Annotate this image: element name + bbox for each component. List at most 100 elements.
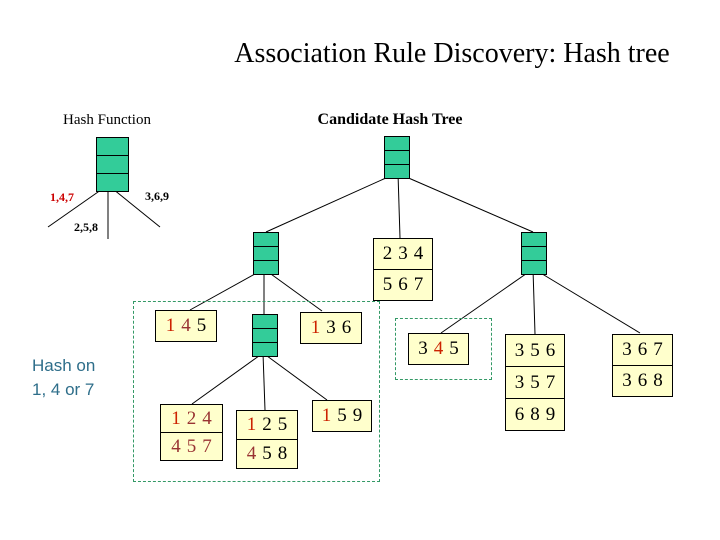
item-digit: 4 bbox=[171, 435, 181, 457]
highlight-region-345 bbox=[395, 318, 492, 380]
item-digit: 3 bbox=[622, 370, 632, 391]
item-digit: 5 bbox=[262, 443, 272, 464]
item-digit: 6 bbox=[341, 317, 352, 338]
bucket-cell bbox=[253, 232, 279, 247]
hash-on-annotation: Hash on 1, 4 or 7 bbox=[32, 354, 95, 402]
branch-label-147: 1,4,7 bbox=[50, 190, 74, 204]
item-digit: 4 bbox=[433, 338, 444, 359]
item-digit: 1 bbox=[321, 405, 332, 426]
item-digit: 5 bbox=[277, 414, 288, 435]
tree-root-node bbox=[384, 136, 410, 179]
edge bbox=[263, 268, 323, 312]
item-digit: 1 bbox=[165, 315, 176, 336]
item-digit: 2 bbox=[382, 243, 393, 264]
item-digit: 7 bbox=[545, 371, 556, 393]
item-digit: 3 bbox=[622, 339, 632, 360]
item-digit: 5 bbox=[449, 338, 459, 359]
item-digit: 9 bbox=[545, 403, 556, 425]
item-digit: 7 bbox=[653, 339, 663, 360]
item-digit: 9 bbox=[352, 405, 363, 426]
bucket-cell bbox=[253, 246, 279, 261]
item-digit: 8 bbox=[530, 403, 540, 425]
item-digit: 5 bbox=[382, 274, 393, 295]
hash-on-line1: Hash on bbox=[32, 356, 96, 375]
edge bbox=[532, 268, 536, 335]
edge bbox=[533, 268, 641, 334]
edge bbox=[262, 352, 266, 411]
item-digit: 1 bbox=[310, 317, 321, 338]
edge bbox=[189, 268, 265, 311]
item-digit: 2 bbox=[186, 407, 197, 429]
tree-middle-node bbox=[252, 314, 278, 357]
edge bbox=[265, 172, 398, 233]
item-digit: 6 bbox=[637, 339, 648, 360]
edge bbox=[397, 172, 401, 239]
item-digit: 3 bbox=[514, 339, 525, 361]
edge bbox=[396, 172, 534, 233]
page-title: Association Rule Discovery: Hash tree bbox=[234, 38, 670, 69]
candidate-hash-tree-label: Candidate Hash Tree bbox=[317, 111, 463, 128]
item-digit: 5 bbox=[196, 315, 207, 336]
bucket-cell bbox=[96, 173, 129, 192]
edge bbox=[47, 184, 109, 228]
hash-function-label: Hash Function bbox=[63, 112, 151, 128]
item-digit: 4 bbox=[246, 443, 257, 464]
bucket-cell bbox=[252, 342, 278, 357]
edge bbox=[107, 184, 161, 228]
bucket-cell bbox=[384, 164, 410, 179]
item-digit: 4 bbox=[202, 407, 212, 429]
edge bbox=[191, 352, 264, 405]
item-digit: 3 bbox=[398, 243, 408, 264]
item-digit: 4 bbox=[181, 315, 191, 336]
tree-left-node bbox=[253, 232, 279, 275]
bucket-cell bbox=[521, 260, 547, 275]
bucket-cell bbox=[253, 260, 279, 275]
item-digit: 4 bbox=[413, 243, 424, 264]
item-digit: 3 bbox=[418, 338, 428, 359]
branch-label-258: 2,5,8 bbox=[74, 220, 98, 234]
bucket-cell bbox=[384, 150, 410, 165]
item-digit: 5 bbox=[530, 339, 540, 361]
item-digit: 8 bbox=[277, 443, 288, 464]
bucket-cell bbox=[521, 246, 547, 261]
item-digit: 6 bbox=[545, 339, 556, 361]
bucket-cell bbox=[384, 136, 410, 151]
item-digit: 6 bbox=[637, 370, 648, 391]
item-digit: 7 bbox=[413, 274, 424, 295]
bucket-cell bbox=[252, 328, 278, 343]
item-digit: 6 bbox=[398, 274, 408, 295]
tree-right-node bbox=[521, 232, 547, 275]
item-digit: 3 bbox=[326, 317, 336, 338]
hash-function-node bbox=[96, 137, 129, 192]
bucket-cell bbox=[252, 314, 278, 329]
bucket-cell bbox=[96, 155, 129, 174]
branch-label-369: 3,6,9 bbox=[145, 189, 169, 203]
item-digit: 5 bbox=[337, 405, 347, 426]
item-digit: 2 bbox=[262, 414, 272, 435]
item-digit: 8 bbox=[653, 370, 663, 391]
item-digit: 6 bbox=[514, 403, 525, 425]
